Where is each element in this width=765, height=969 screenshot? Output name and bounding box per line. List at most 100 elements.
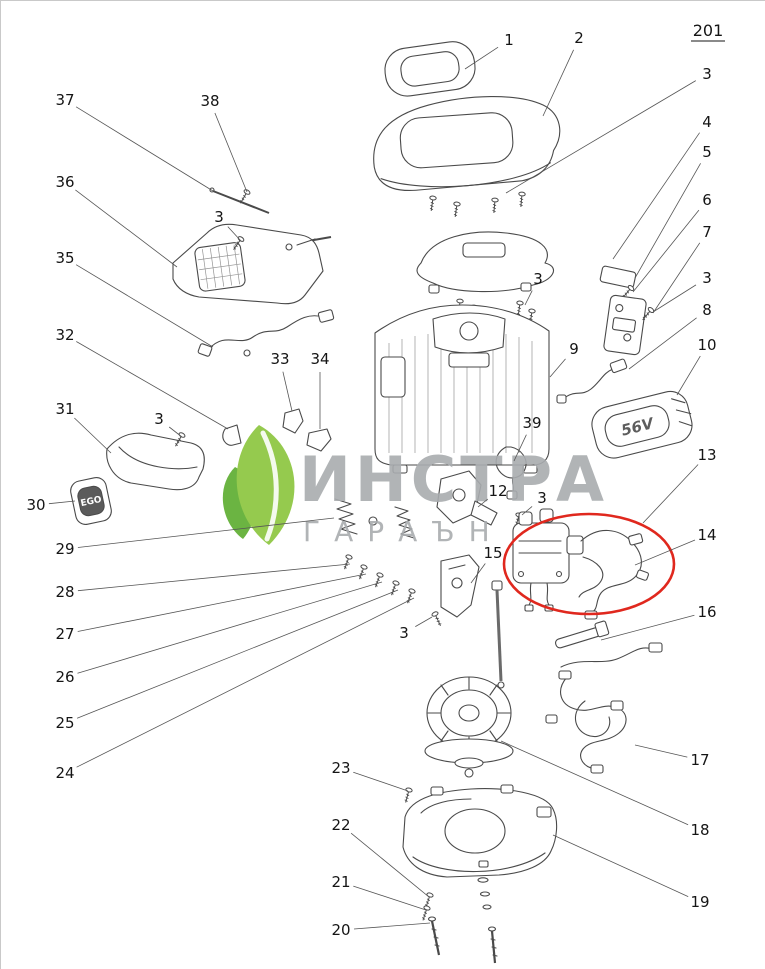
callout-label: 23 (331, 759, 350, 777)
callout-7: 7 (652, 223, 712, 314)
callout-label: 2 (574, 29, 584, 47)
highlight-ellipse (502, 512, 676, 616)
callout-16: 16 (600, 603, 717, 641)
callout-label: 16 (697, 603, 716, 621)
watermark-title: ИНСТРА (299, 443, 608, 516)
callout-28: 28 (55, 563, 351, 601)
callout-label: 3 (399, 624, 409, 642)
part-motor (424, 676, 514, 778)
callout-37: 37 (55, 91, 214, 192)
callout-label: 25 (55, 714, 74, 732)
callout-22: 22 (331, 816, 430, 898)
callout-32: 32 (55, 326, 229, 430)
callout-3: 3 (652, 269, 712, 313)
callout-label: 22 (331, 816, 350, 834)
callout-27: 27 (55, 573, 367, 643)
callout-21: 21 (331, 873, 427, 911)
callout-label: 13 (697, 446, 716, 464)
callout-6: 6 (632, 191, 712, 293)
callout-label: 3 (702, 65, 712, 83)
watermark: ИНСТРА ГАРАЪН (222, 425, 608, 548)
callout-label: 6 (702, 191, 712, 209)
callout-2: 2 (542, 29, 584, 117)
part-small-tube (555, 620, 610, 649)
callout-4: 4 (612, 113, 712, 260)
callout-label: 38 (200, 92, 219, 110)
callout-3: 3 (399, 616, 433, 642)
callout-25: 25 (55, 589, 399, 732)
callout-3: 3 (505, 65, 712, 194)
callout-label: 3 (533, 270, 543, 288)
callout-29: 29 (55, 517, 335, 558)
callout-label: 1 (504, 31, 514, 49)
part-base-pan (402, 784, 558, 878)
callout-label: 31 (55, 400, 74, 418)
part-right-bracket (599, 265, 656, 356)
callout-label: 39 (522, 414, 541, 432)
figure-number: 201 (691, 21, 725, 42)
callout-label: 37 (55, 91, 74, 109)
callout-10: 10 (676, 336, 717, 396)
callout-33: 33 (270, 350, 293, 412)
part-inner-plate (416, 231, 555, 294)
callout-14: 14 (634, 526, 717, 566)
callout-20: 20 (331, 921, 431, 939)
callout-label: 32 (55, 326, 74, 344)
exploded-drawing: 56V (70, 41, 693, 964)
callout-19: 19 (552, 834, 710, 911)
callout-label: 35 (55, 249, 74, 267)
callout-1: 1 (464, 31, 514, 70)
part-lever-assembly (334, 470, 498, 539)
screws-under-cover (427, 191, 526, 218)
callout-label: 36 (55, 173, 74, 191)
callout-label: 26 (55, 668, 74, 686)
part-top-cover (373, 96, 561, 192)
callout-label: 10 (697, 336, 716, 354)
part-main-housing (374, 304, 550, 474)
callout-label: 3 (702, 269, 712, 287)
part-cable-left (197, 309, 335, 357)
callout-36: 36 (55, 173, 178, 268)
callout-label: 7 (702, 223, 712, 241)
callout-label: 28 (55, 583, 74, 601)
callout-13: 13 (642, 446, 717, 524)
callout-39: 39 (513, 414, 542, 462)
callout-label: 34 (310, 350, 329, 368)
callout-label: 29 (55, 540, 74, 558)
callout-9: 9 (549, 340, 579, 378)
callout-12: 12 (477, 482, 508, 508)
callout-label: 18 (690, 821, 709, 839)
callout-23: 23 (331, 759, 409, 792)
callout-label: 3 (154, 410, 164, 428)
part-cable-upper (556, 358, 628, 404)
callout-30: 30 (26, 496, 76, 514)
callout-label: 20 (331, 921, 350, 939)
callout-17: 17 (634, 744, 710, 769)
callout-8: 8 (628, 301, 712, 370)
watermark-subtitle: ГАРАЪН (303, 515, 504, 548)
callout-label: 21 (331, 873, 350, 891)
part-handle-bracket (172, 223, 324, 305)
part-badge: EGO (70, 477, 112, 525)
callout-34: 34 (310, 350, 330, 429)
part-top-cap (384, 41, 476, 97)
callout-label: 33 (270, 350, 289, 368)
callout-3: 3 (214, 208, 242, 242)
watermark-leaf-icon (222, 425, 295, 545)
part-loop-cable (495, 446, 527, 500)
callout-18: 18 (500, 740, 710, 839)
badge-label: EGO (80, 495, 103, 509)
callout-35: 35 (55, 249, 214, 348)
callout-38: 38 (200, 92, 248, 193)
bottom-hardware (402, 786, 498, 964)
callout-label: 4 (702, 113, 712, 131)
callout-label: 12 (488, 482, 507, 500)
callout-label: 15 (483, 544, 502, 562)
callout-label: 9 (569, 340, 579, 358)
callout-label: 17 (690, 751, 709, 769)
callout-15: 15 (470, 544, 503, 584)
callout-3: 3 (521, 489, 547, 516)
